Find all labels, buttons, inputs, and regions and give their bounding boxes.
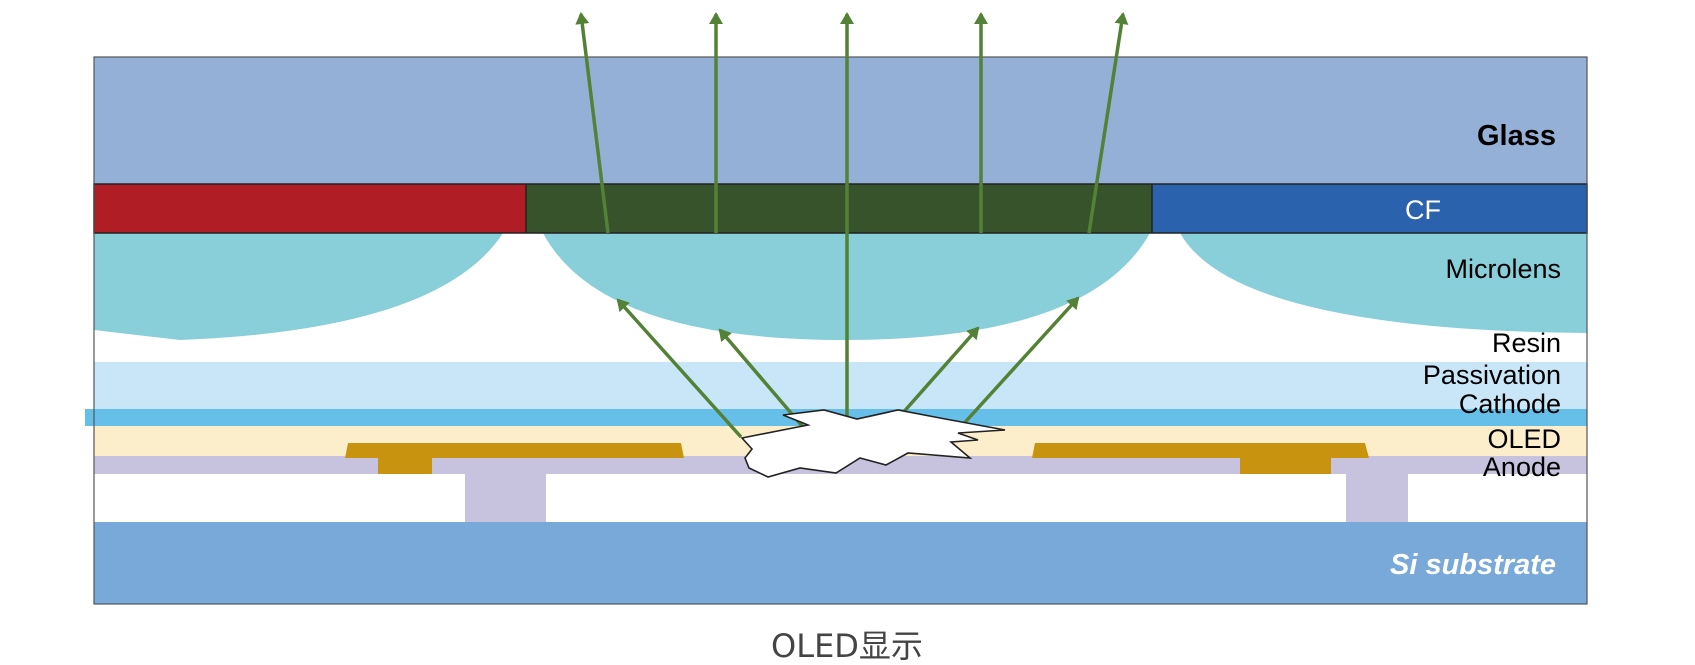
microlens-right — [1180, 233, 1587, 333]
emission-starburst-icon — [740, 409, 1006, 478]
label-cf: CF — [1405, 195, 1441, 225]
outer-arrows — [575, 12, 1129, 336]
arrow-inner-2 — [718, 328, 805, 429]
metal-pad-right — [1032, 443, 1369, 474]
label-cathode: Cathode — [1459, 389, 1561, 419]
passivation-layer — [94, 362, 1587, 409]
cf-blue — [1152, 184, 1587, 233]
cf-green — [526, 184, 1152, 233]
metal-pad-left — [345, 443, 684, 474]
glass-layer — [94, 57, 1587, 184]
label-si-substrate: Si substrate — [1390, 549, 1556, 581]
si-substrate-layer — [94, 522, 1587, 604]
label-oled: OLED — [1487, 424, 1561, 454]
arrow-inner-1 — [616, 298, 743, 439]
dielectric-region — [94, 474, 1587, 522]
arrow-inner-5 — [956, 296, 1080, 432]
via-right — [1346, 474, 1408, 522]
arrow-outer-1 — [575, 12, 610, 234]
label-resin: Resin — [1492, 328, 1561, 358]
stack-frame — [93, 56, 1588, 605]
arrow-inner-4 — [899, 326, 980, 417]
arrow-outer-5 — [1087, 12, 1129, 234]
label-microlens: Microlens — [1445, 254, 1561, 284]
inner-arrows — [616, 296, 1080, 439]
label-glass: Glass — [1477, 120, 1556, 152]
label-anode: Anode — [1483, 452, 1561, 482]
microlens-left — [94, 233, 503, 340]
diagram-caption: OLED显示 — [771, 627, 923, 665]
via-left — [465, 474, 546, 522]
label-passivation: Passivation — [1423, 360, 1561, 390]
cf-red — [94, 184, 526, 233]
